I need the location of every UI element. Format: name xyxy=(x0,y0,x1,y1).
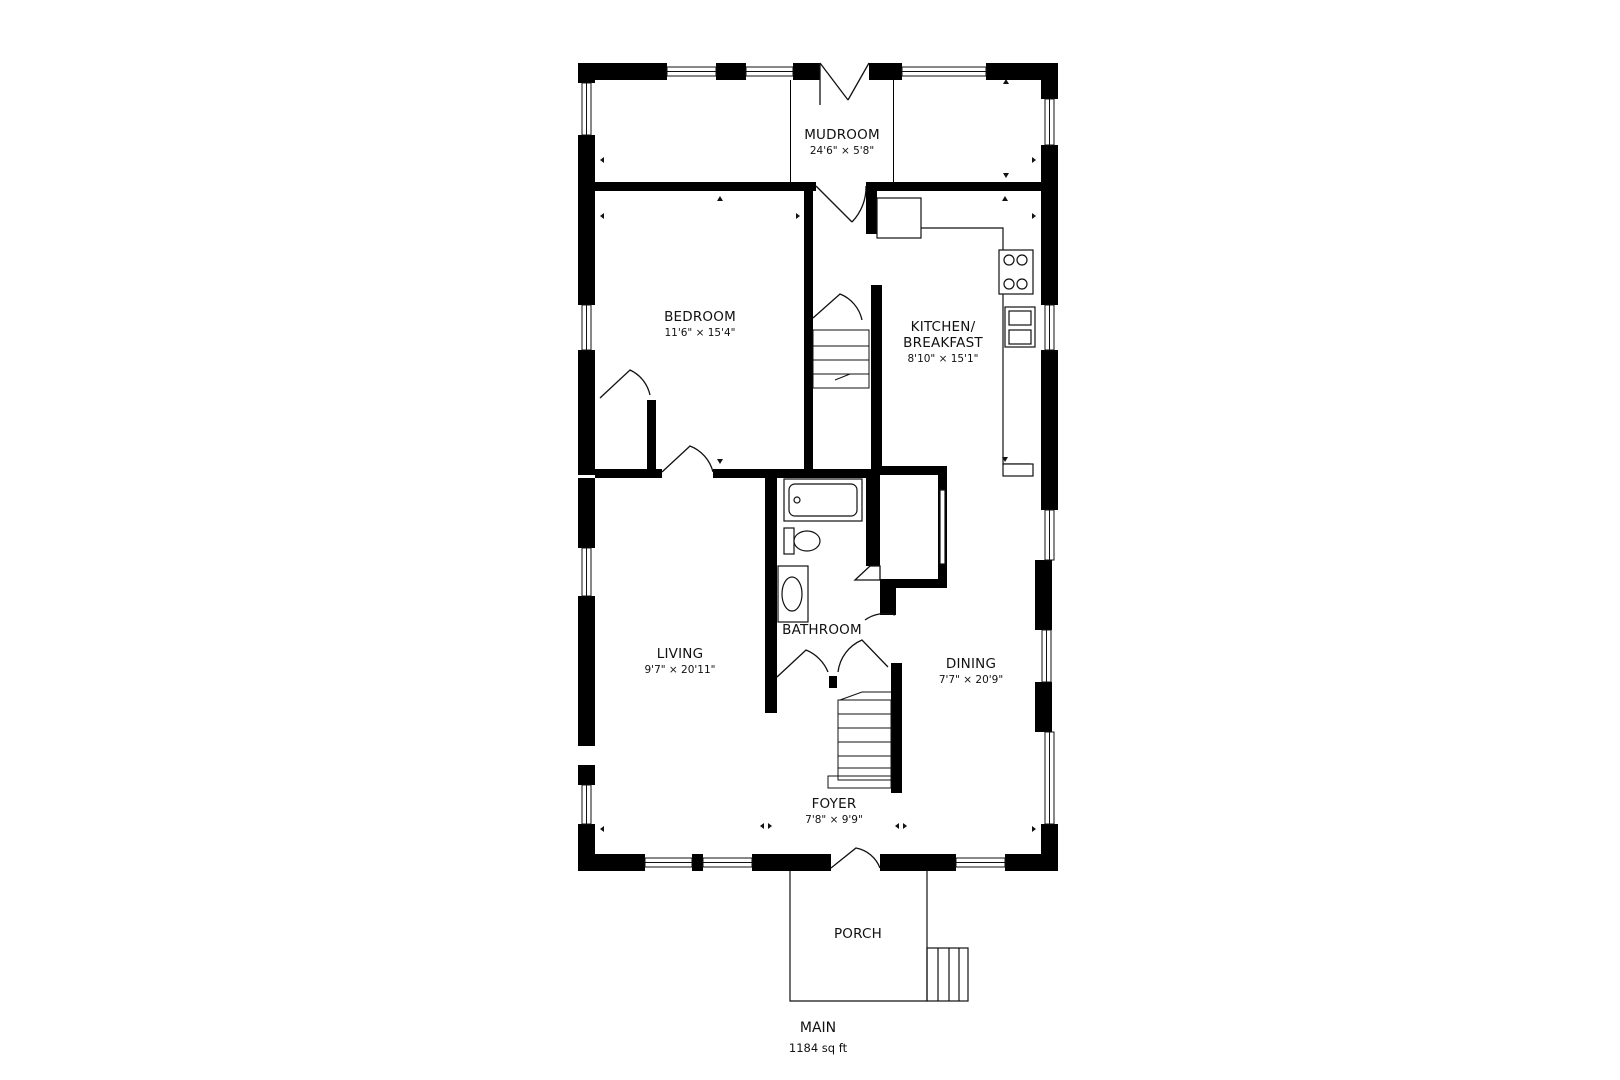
foyer-dimensions: 7'8" × 9'9" xyxy=(805,814,863,826)
porch-label: PORCH xyxy=(834,926,882,942)
room-labels: MUDROOM 24'6" × 5'8" BEDROOM 11'6" × 15'… xyxy=(645,127,1004,942)
dining-label: DINING xyxy=(946,656,996,672)
windows xyxy=(581,66,1055,868)
dining-dimensions: 7'7" × 20'9" xyxy=(939,674,1003,686)
bedroom-label: BEDROOM xyxy=(664,309,736,325)
dimension-markers xyxy=(600,79,1036,832)
bathroom-label: BATHROOM xyxy=(782,622,862,638)
doors xyxy=(599,62,896,869)
exterior-walls xyxy=(578,63,1058,871)
living-dimensions: 9'7" × 20'11" xyxy=(645,664,716,676)
bedroom-dimensions: 11'6" × 15'4" xyxy=(665,327,736,339)
kitchen-label-line2: BREAKFAST xyxy=(903,335,983,351)
floor-summary: MAIN 1184 sq ft xyxy=(789,1020,848,1055)
interior-walls xyxy=(595,80,1041,793)
living-label: LIVING xyxy=(657,646,703,662)
mudroom-label: MUDROOM xyxy=(804,127,880,143)
mudroom-dimensions: 24'6" × 5'8" xyxy=(810,145,874,157)
foyer-label: FOYER xyxy=(812,796,857,812)
porch-outline xyxy=(789,871,969,1002)
kitchen-dimensions: 8'10" × 15'1" xyxy=(908,353,979,365)
floor-name: MAIN xyxy=(800,1020,836,1036)
kitchen-label-line1: KITCHEN/ xyxy=(911,319,976,335)
fixtures xyxy=(777,197,1036,623)
stairs xyxy=(812,329,892,789)
floor-area: 1184 sq ft xyxy=(789,1041,848,1055)
